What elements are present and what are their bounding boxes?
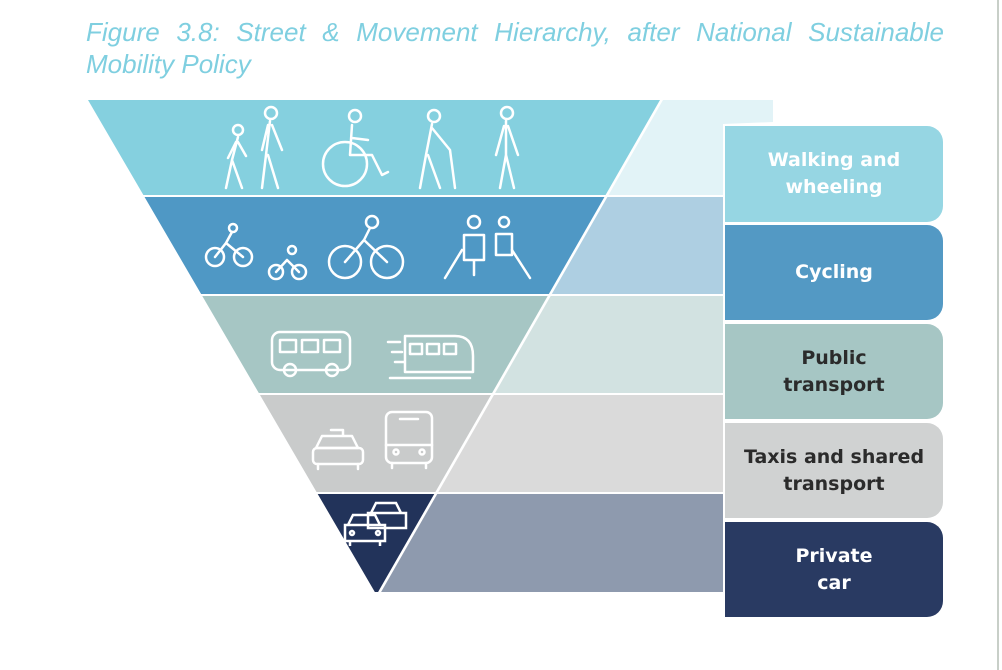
level-label: Cycling — [795, 261, 873, 283]
child-bicycle-icon — [267, 244, 308, 281]
bus-icon — [270, 330, 352, 378]
bicycle-icon — [204, 222, 254, 268]
shelf-panel-public-transport — [495, 296, 723, 393]
page-edge-divider — [997, 0, 999, 670]
label-box-private-car: Private car — [725, 522, 943, 617]
pedestrian-icon — [494, 105, 520, 190]
elderly-cane-icon — [418, 108, 457, 190]
shelf-panel-walking — [608, 100, 773, 195]
level-label: Taxis and shared transport — [743, 445, 925, 495]
label-box-cycling: Cycling — [725, 225, 943, 320]
label-box-public-transport: Public transport — [725, 324, 943, 419]
cars-icon — [343, 501, 408, 546]
taxi-icon — [311, 428, 365, 471]
label-box-walking: Walking and wheeling — [725, 126, 943, 222]
level-label: Walking and wheeling — [767, 149, 901, 198]
train-icon — [386, 334, 475, 380]
level-label: Public transport — [783, 346, 885, 396]
pedestrian-icon — [224, 123, 248, 190]
shuttle-bus-icon — [384, 410, 434, 470]
figure-title: Figure 3.8: Street & Movement Hierarchy,… — [86, 17, 944, 79]
pyramid-band-walking — [88, 100, 660, 195]
pyramid-band-cycling — [144, 197, 605, 294]
bicycle-icon — [327, 214, 405, 280]
level-label: Private car — [795, 544, 873, 594]
cycle-lane-icon — [443, 214, 532, 280]
shelf-panel-private-car — [381, 494, 723, 592]
shelf-panel-cycling — [551, 197, 723, 294]
label-box-taxis: Taxis and shared transport — [725, 423, 943, 518]
pedestrian-icon — [260, 105, 284, 190]
pyramid-band-public-transport — [202, 296, 548, 393]
wheelchair-icon — [321, 108, 390, 188]
shelf-panel-taxis — [438, 395, 723, 492]
